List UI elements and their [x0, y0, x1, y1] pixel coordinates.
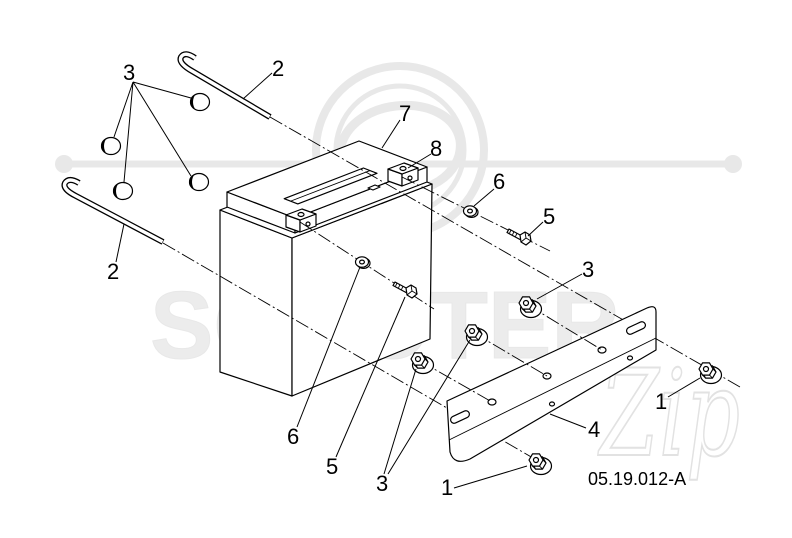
bracket-fold-line [448, 337, 657, 441]
center-line-nut [527, 304, 603, 351]
callout-3-caps: 3 [123, 60, 135, 85]
rubber-cap [112, 181, 134, 201]
bolt-upper [506, 228, 532, 246]
callout-7: 7 [399, 101, 411, 126]
leader-1-bottom [453, 465, 528, 489]
battery [219, 140, 433, 397]
callout-6-lower: 6 [287, 424, 299, 449]
rubber-cap [188, 172, 210, 192]
callout-5-upper: 5 [543, 204, 555, 229]
callout-2-lower: 2 [107, 259, 119, 284]
leader-7 [381, 119, 401, 149]
mounting-bracket [446, 306, 657, 462]
drawing-code: 05.19.012-A [588, 469, 686, 489]
bracket-small-hole [626, 355, 634, 361]
leader-2-lower [115, 223, 125, 263]
leader-5-upper [527, 221, 544, 237]
center-line-nut [473, 332, 548, 377]
watermark-bar-end-right [724, 155, 742, 173]
battery-lid-top [226, 140, 428, 219]
leader-3-bottom [383, 339, 471, 475]
bracket-slot-left [450, 410, 470, 424]
battery-left-face [219, 209, 293, 397]
callout-3-bottom: 3 [376, 471, 388, 496]
leader-lines [113, 72, 701, 489]
leader-4 [549, 413, 587, 429]
leader-5-lower [335, 296, 406, 458]
callout-2-upper: 2 [272, 56, 284, 81]
callout-4: 4 [588, 417, 600, 442]
center-line-lower-rod [162, 242, 546, 466]
callout-1-right: 1 [655, 389, 667, 414]
rubber-cap [100, 136, 122, 156]
rubber-cap [189, 92, 211, 112]
leader-8 [407, 153, 432, 169]
callout-5-lower: 5 [326, 454, 338, 479]
callout-1-bottom: 1 [441, 475, 453, 500]
hook-rod-lower [61, 177, 165, 245]
washer-upper [462, 205, 479, 218]
callout-6-upper: 6 [493, 169, 505, 194]
bracket-slot-right [626, 321, 646, 335]
leader-3-caps [113, 81, 192, 183]
leader-2-upper [242, 72, 273, 100]
nut-1-bottom [528, 453, 553, 476]
bracket-hole [487, 398, 497, 406]
leader-1-right [667, 377, 701, 398]
callout-8: 8 [430, 136, 442, 161]
callout-3-right: 3 [582, 257, 594, 282]
leader-6-lower [296, 266, 361, 428]
callouts: 3 2 7 8 6 5 3 2 1 4 6 5 3 1 [107, 56, 667, 500]
battery-lid-recess-line [290, 170, 371, 202]
leader-6-upper [473, 188, 495, 207]
battery-lid-vent [367, 184, 381, 191]
center-line-upper-rod [269, 116, 741, 388]
bracket-small-hole [548, 401, 556, 407]
bracket-outline [446, 306, 657, 462]
leader-3-right [536, 273, 583, 300]
watermark-bar-end-left [55, 155, 73, 173]
hook-rod-upper [177, 51, 272, 120]
